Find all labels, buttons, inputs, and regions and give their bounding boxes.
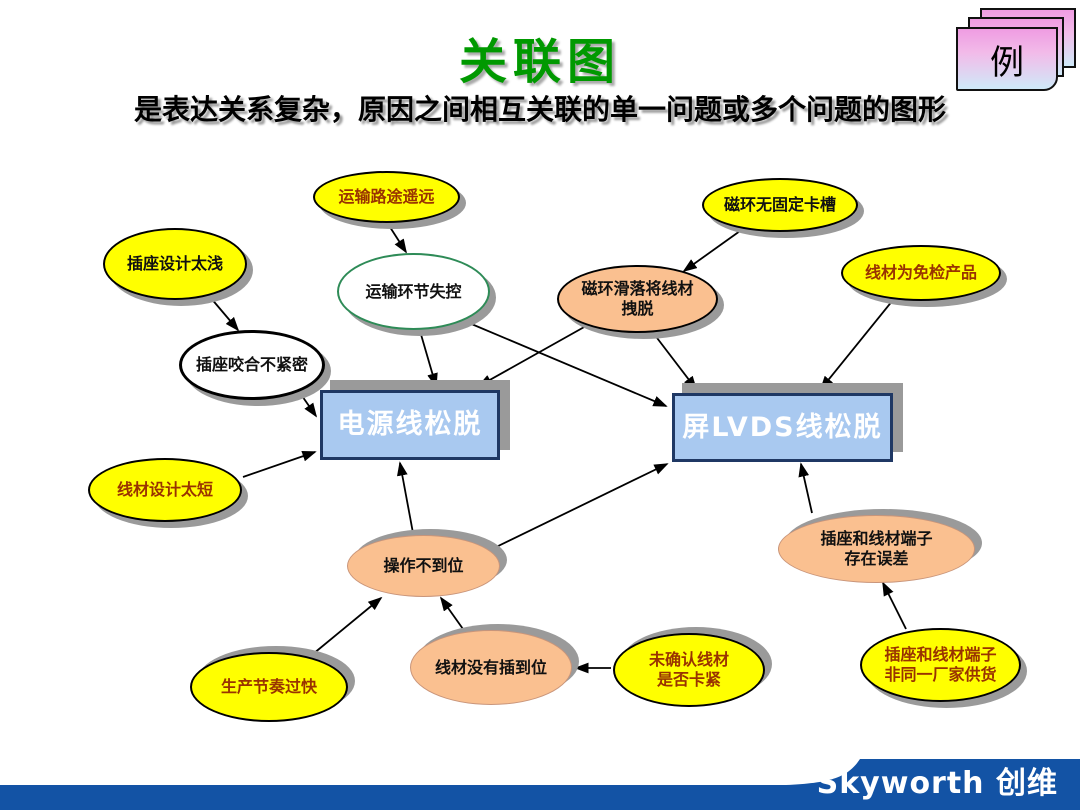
edge-out-of-control-to-lvds bbox=[461, 319, 668, 407]
node-transport-out-of-control: 运输环节失控 bbox=[337, 253, 490, 330]
edge-not-inserted-to-operation bbox=[439, 596, 464, 630]
node-power-cord-loose: 电源线松脱 bbox=[320, 390, 500, 460]
edge-supplier-to-mismatch bbox=[882, 581, 907, 630]
footer-swoosh bbox=[0, 759, 1080, 810]
edge-route-far-to-out-of-control bbox=[387, 223, 407, 254]
node-ring-no-slot: 磁环无固定卡槽 bbox=[702, 178, 858, 232]
edge-exempt-to-lvds bbox=[819, 299, 894, 391]
edge-operation-to-lvds bbox=[491, 463, 669, 550]
example-note: 例 bbox=[956, 8, 1078, 94]
node-wire-exempt-product: 线材为免检产品 bbox=[841, 245, 1001, 301]
edge-out-of-control-to-power-cord bbox=[419, 330, 438, 388]
node-terminal-mismatch: 插座和线材端子存在误差 bbox=[778, 515, 975, 583]
node-wire-clamp-not-confirmed: 未确认线材是否卡紧 bbox=[613, 633, 765, 707]
edge-engagement-to-power-cord bbox=[299, 392, 318, 418]
node-wire-not-inserted: 线材没有插到位 bbox=[410, 630, 572, 705]
edge-design-short-to-power-cord bbox=[242, 451, 317, 478]
skyworth-logo: Skyworth 创维 bbox=[816, 766, 1058, 801]
edge-operation-to-power-cord bbox=[396, 461, 414, 534]
node-ring-slip-pull-wire: 磁环滑落将线材拽脱 bbox=[557, 265, 718, 333]
node-transport-route-far: 运输路途遥远 bbox=[313, 171, 460, 223]
node-wire-design-short: 线材设计太短 bbox=[88, 458, 242, 522]
node-operation-not-in-place: 操作不到位 bbox=[347, 535, 500, 597]
note-page-front: 例 bbox=[956, 27, 1058, 91]
edge-mismatch-to-lvds bbox=[798, 462, 813, 514]
node-socket-engagement-loose: 插座咬合不紧密 bbox=[179, 330, 325, 400]
node-lvds-cable-loose: 屏LVDS线松脱 bbox=[672, 393, 893, 462]
page-subtitle: 是表达关系复杂，原因之间相互关联的单一问题或多个问题的图形 bbox=[133, 93, 946, 126]
edge-no-slot-to-ring-slip bbox=[682, 230, 741, 273]
footer-band bbox=[0, 759, 1080, 810]
edge-ring-slip-to-lvds bbox=[653, 333, 698, 391]
node-production-pace-fast: 生产节奏过快 bbox=[190, 652, 348, 722]
page-title: 关联图 bbox=[458, 34, 621, 90]
node-socket-design-shallow: 插座设计太浅 bbox=[103, 228, 247, 300]
node-different-supplier: 插座和线材端子非同一厂家供货 bbox=[860, 628, 1021, 702]
edge-ring-slip-to-power-cord bbox=[477, 325, 587, 387]
edge-socket-design-to-engagement bbox=[209, 296, 240, 332]
edge-pace-fast-to-operation bbox=[312, 596, 383, 655]
